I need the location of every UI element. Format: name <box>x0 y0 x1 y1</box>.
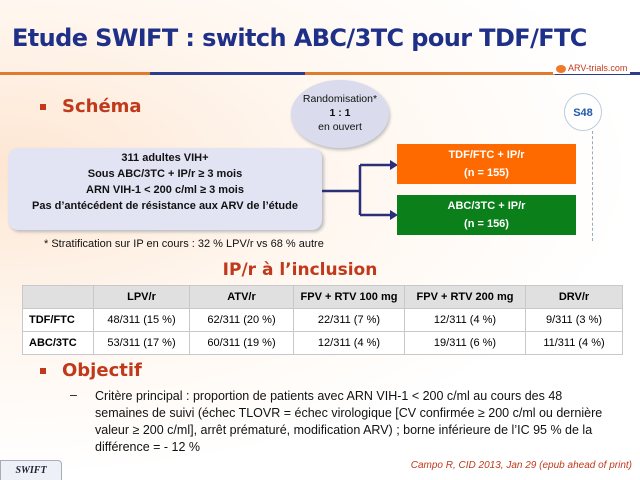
study-tag: SWIFT <box>0 460 62 480</box>
column-header: FPV + RTV 200 mg <box>404 285 526 309</box>
population-line: Sous ABC/3TC + IP/r ≥ 3 mois <box>87 168 243 180</box>
bullet-icon <box>40 104 46 110</box>
column-header: LPV/r <box>93 285 190 309</box>
table-cell: 48/311 (15 %) <box>93 308 190 332</box>
section-heading: Objectif <box>62 360 142 381</box>
table-cell: 53/311 (17 %) <box>93 331 190 355</box>
population-line: Pas d’antécédent de résistance aux ARV d… <box>32 200 298 212</box>
randomisation-label: Randomisation* <box>302 93 378 105</box>
column-header: DRV/r <box>525 285 623 309</box>
column-header <box>22 285 94 309</box>
timeline-dash <box>592 131 593 241</box>
arm-label: TDF/FTC + IP/r <box>448 149 525 161</box>
table-row: TDF/FTC 48/311 (15 %) 62/311 (20 %) 22/3… <box>22 308 623 332</box>
table-cell: 19/311 (6 %) <box>404 331 526 355</box>
population-line: 311 adultes VIH+ <box>121 152 209 164</box>
table-heading: IP/r à l’inclusion <box>222 260 378 280</box>
footnote: * Stratification sur IP en cours : 32 % … <box>44 238 324 250</box>
table-cell: 12/311 (4 %) <box>293 331 405 355</box>
section-objectif: Objectif <box>40 360 142 381</box>
row-header: TDF/FTC <box>22 308 94 332</box>
table-cell: 9/311 (3 %) <box>525 308 623 332</box>
arm-label: ABC/3TC + IP/r <box>447 200 526 212</box>
randomisation-ratio: 1 : 1 <box>329 107 351 119</box>
table-row: ABC/3TC 53/311 (17 %) 60/311 (19 %) 12/3… <box>22 331 623 355</box>
arm-n: (n = 155) <box>464 167 509 179</box>
randomisation-design: en ouvert <box>318 121 362 133</box>
dash-bullet: – <box>70 388 77 402</box>
table-cell: 62/311 (20 %) <box>189 308 294 332</box>
table-cell: 12/311 (4 %) <box>404 308 526 332</box>
arm-tdf-ftc: TDF/FTC + IP/r (n = 155) <box>397 144 576 184</box>
header-line <box>305 72 555 75</box>
section-schema: Schéma <box>40 96 142 117</box>
endpoint-circle: S48 <box>564 93 602 131</box>
header-line <box>150 72 305 75</box>
ip-table: LPV/r ATV/r FPV + RTV 100 mg FPV + RTV 2… <box>22 285 623 355</box>
table-cell: 11/311 (4 %) <box>525 331 623 355</box>
header-line <box>0 72 150 75</box>
section-heading: Schéma <box>62 96 142 117</box>
row-header: ABC/3TC <box>22 331 94 355</box>
population-box: 311 adultes VIH+ Sous ABC/3TC + IP/r ≥ 3… <box>8 148 322 230</box>
arm-n: (n = 156) <box>464 218 509 230</box>
logo-icon <box>556 64 566 73</box>
table-cell: 60/311 (19 %) <box>189 331 294 355</box>
randomisation-ellipse: Randomisation* 1 : 1 en ouvert <box>291 80 389 148</box>
randomisation-arrows <box>322 160 398 220</box>
column-header: FPV + RTV 100 mg <box>293 285 405 309</box>
table-cell: 22/311 (7 %) <box>293 308 405 332</box>
citation: Campo R, CID 2013, Jan 29 (epub ahead of… <box>410 460 632 471</box>
bullet-icon <box>40 368 46 374</box>
table-header-row: LPV/r ATV/r FPV + RTV 100 mg FPV + RTV 2… <box>22 285 623 309</box>
logo: ARV-trials.com <box>553 62 631 74</box>
arrow-head-icon <box>390 160 398 170</box>
arm-abc-3tc: ABC/3TC + IP/r (n = 156) <box>397 195 576 235</box>
objectif-text: Critère principal : proportion de patien… <box>95 389 603 454</box>
column-header: ATV/r <box>189 285 294 309</box>
logo-text: ARV-trials.com <box>568 63 628 73</box>
slide-title: Etude SWIFT : switch ABC/3TC pour TDF/FT… <box>12 24 587 52</box>
population-line: ARN VIH-1 < 200 c/ml ≥ 3 mois <box>86 184 244 196</box>
arrow-head-icon <box>390 210 398 220</box>
